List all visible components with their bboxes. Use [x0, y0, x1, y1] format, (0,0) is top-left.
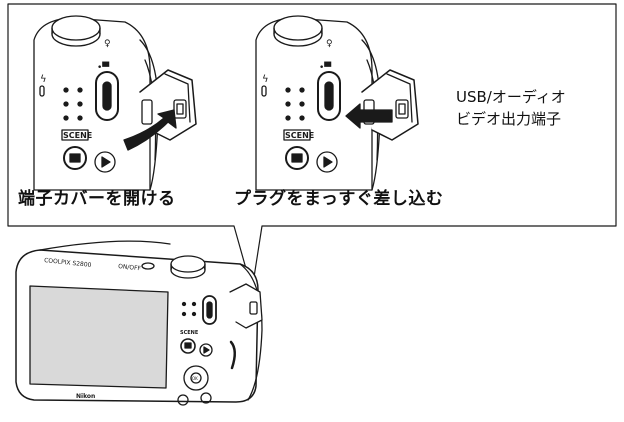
svg-text:♀: ♀ — [104, 39, 111, 49]
step2-label: プラグをまっすぐ差し込む — [234, 189, 444, 209]
step2-camera-illustration: ♀ ϟ •▀ SCENE — [255, 15, 419, 191]
full-camera-illustration: COOLPIX S2800 ON/OFF SCENE OK Nikon — [15, 240, 263, 406]
svg-text:SCENE: SCENE — [180, 330, 199, 336]
camera-lcd-screen — [29, 285, 169, 389]
svg-text:OK: OK — [192, 376, 198, 381]
step1-label: 端子カバーを開ける — [18, 189, 176, 209]
svg-text:ϟ: ϟ — [262, 74, 269, 85]
svg-text:SCENE: SCENE — [63, 131, 92, 140]
svg-text:•▀: •▀ — [319, 61, 332, 73]
step1-camera-illustration: ♀ ϟ •▀ SCENE — [33, 15, 197, 191]
svg-text:SCENE: SCENE — [285, 131, 314, 140]
svg-text:ON/OFF: ON/OFF — [118, 263, 142, 272]
port-label-line1: USB/オーディオ — [456, 88, 566, 106]
port-label-line2: ビデオ出力端子 — [456, 110, 562, 128]
svg-text:COOLPIX S2800: COOLPIX S2800 — [44, 257, 92, 269]
svg-text:ϟ: ϟ — [40, 74, 47, 85]
svg-text:•▀: •▀ — [97, 61, 110, 73]
svg-text:♀: ♀ — [326, 39, 333, 49]
svg-text:Nikon: Nikon — [76, 393, 95, 400]
